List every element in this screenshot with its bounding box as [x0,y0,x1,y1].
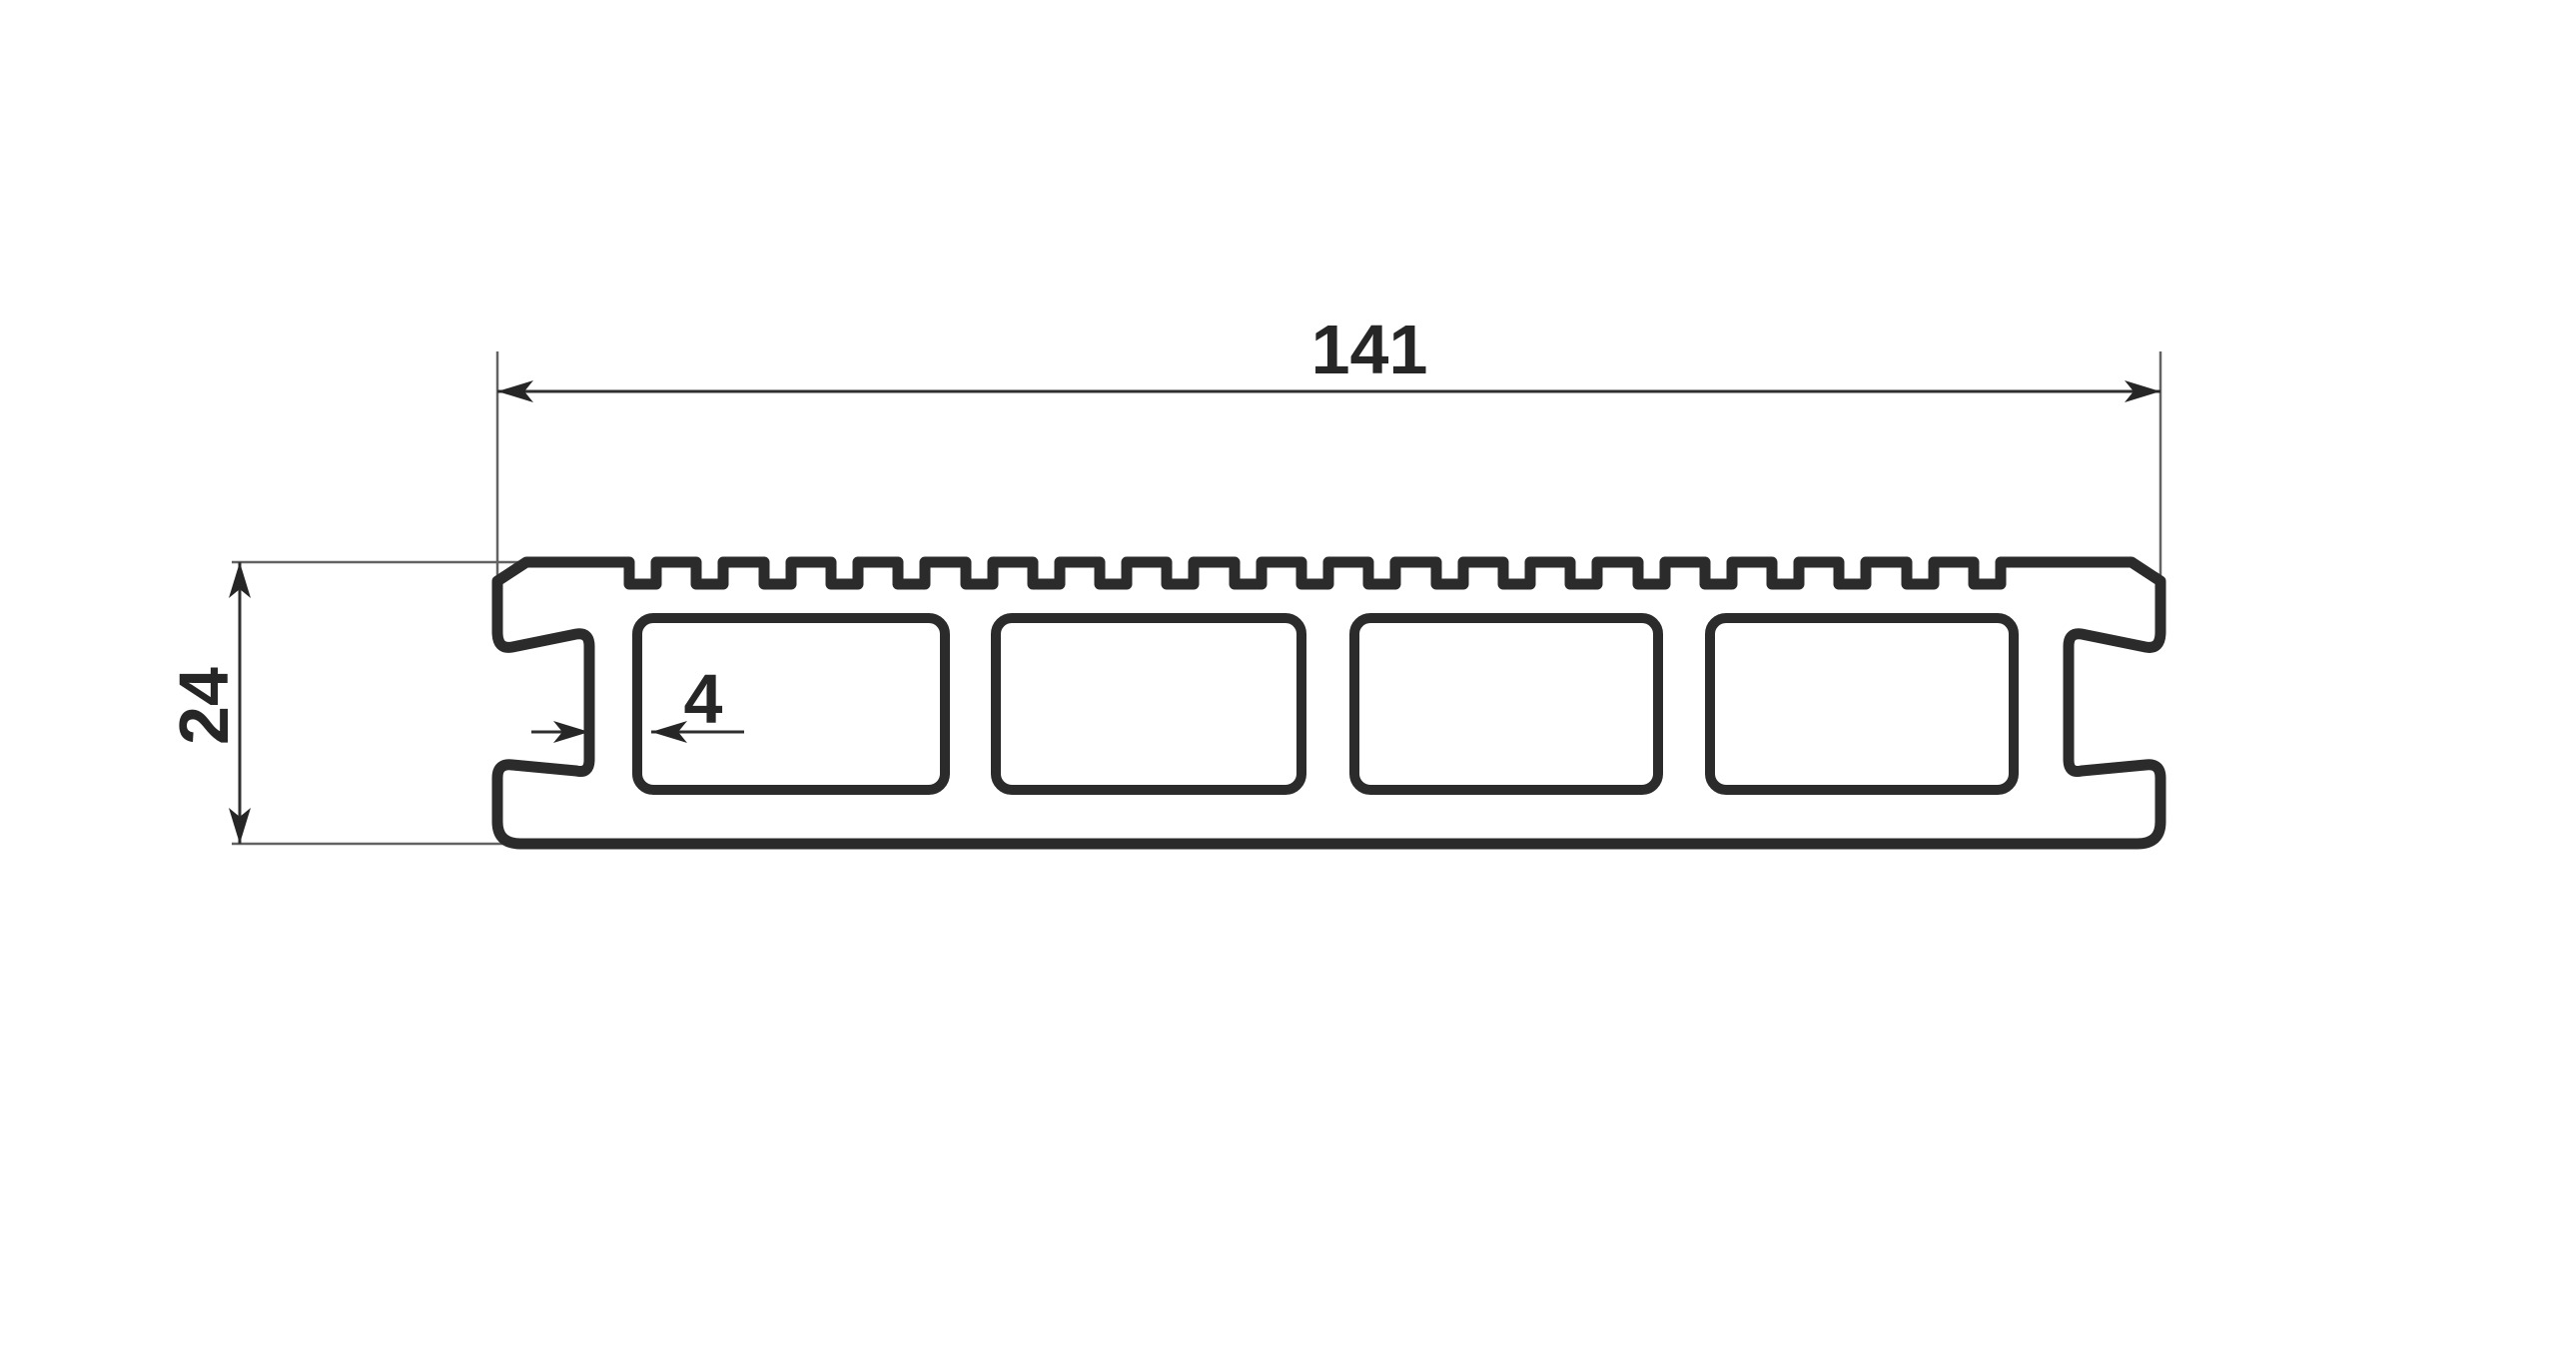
wall-thickness-label: 4 [684,660,723,738]
profile-outline [491,556,2166,850]
width-arrowhead-right [2125,380,2160,402]
width-dimension: 141 [497,311,2160,402]
extension-lines [232,351,2162,846]
hollow-chamber-3 [1349,613,1663,795]
hollow-chamber-2 [991,613,1306,795]
hollow-chambers [632,613,2019,795]
height-dimension-label: 24 [165,667,243,745]
height-dimension: 24 [165,562,251,844]
height-arrowhead-top [229,562,251,598]
wall-thickness-arrowhead-right [651,721,687,743]
wall-thickness-arrowhead-left [553,721,589,743]
hollow-chamber-1 [632,613,950,795]
width-dimension-label: 141 [1311,311,1428,388]
hollow-chamber-4 [1705,613,2019,795]
wall-thickness-dimension: 4 [531,660,744,743]
height-arrowhead-bottom [229,808,251,844]
width-arrowhead-left [497,380,533,402]
